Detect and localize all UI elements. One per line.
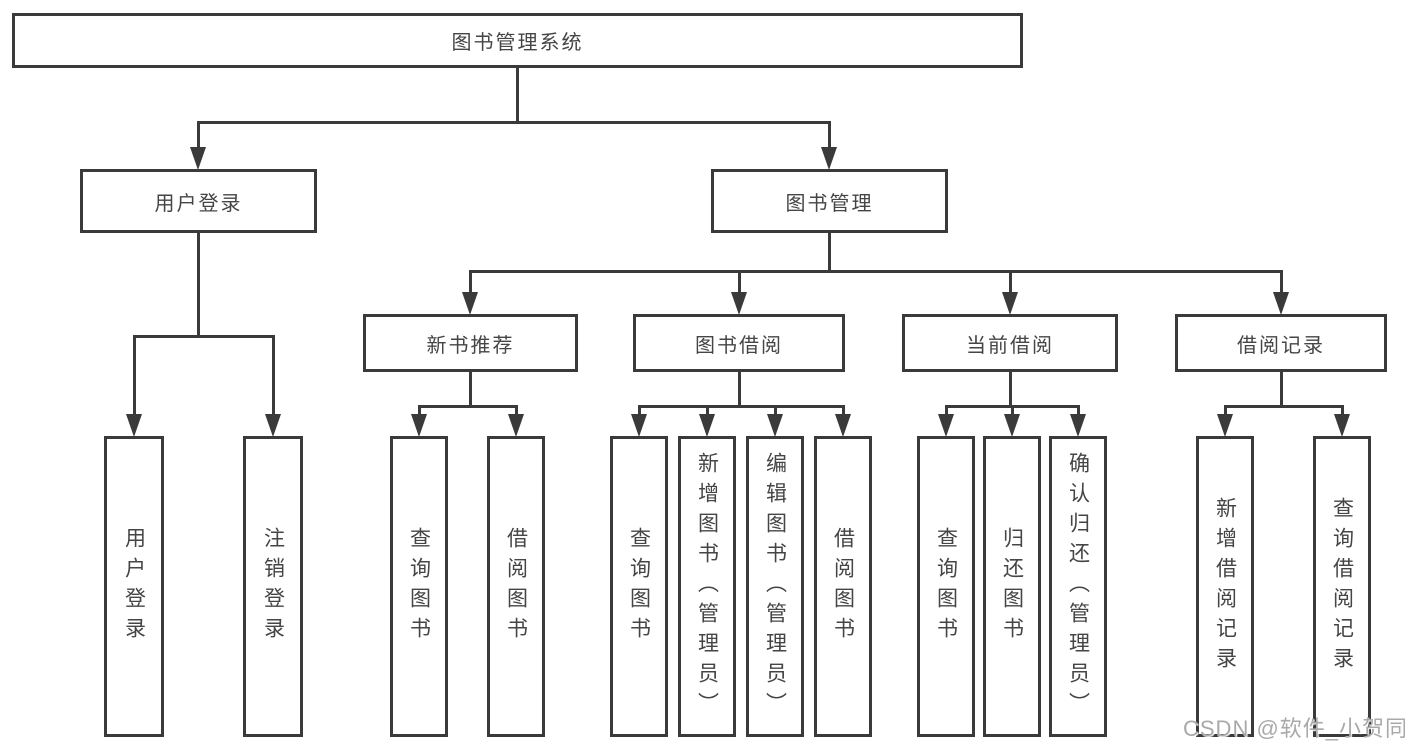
- connector-vline: [1224, 405, 1227, 415]
- connector-vline: [706, 405, 709, 415]
- arrow-down-icon: [821, 147, 837, 170]
- leaf-query-books-current: 查询图书: [917, 436, 975, 737]
- connector-vline: [828, 233, 831, 270]
- node-new-book-recommend: 新书推荐: [363, 314, 578, 372]
- leaf-logout: 注销登录: [243, 436, 303, 737]
- arrow-down-icon: [462, 292, 478, 315]
- arrow-down-icon: [1004, 414, 1020, 437]
- connector-hline: [197, 121, 831, 124]
- leaf-return-books: 归还图书: [983, 436, 1041, 737]
- arrow-down-icon: [631, 414, 647, 437]
- arrow-down-icon: [938, 414, 954, 437]
- node-book-management: 图书管理: [711, 169, 948, 233]
- arrow-down-icon: [835, 414, 851, 437]
- node-book-borrow: 图书借阅: [633, 314, 845, 372]
- connector-vline: [515, 405, 518, 415]
- arrow-down-icon: [265, 414, 281, 437]
- arrow-down-icon: [767, 414, 783, 437]
- connector-hline: [418, 405, 518, 408]
- connector-vline: [1009, 270, 1012, 293]
- leaf-add-books-admin: 新增图书（管理员）: [678, 436, 736, 737]
- connector-vline: [469, 270, 472, 293]
- csdn-watermark: CSDN @软件_小贺同学: [1183, 716, 1405, 741]
- leaf-user-login: 用户登录: [104, 436, 164, 737]
- arrow-down-icon: [1334, 414, 1350, 437]
- connector-hline: [638, 405, 845, 408]
- connector-vline: [197, 233, 200, 335]
- arrow-down-icon: [1217, 414, 1233, 437]
- leaf-query-books-borrow: 查询图书: [610, 436, 668, 737]
- arrow-down-icon: [1273, 292, 1289, 315]
- arrow-down-icon: [1002, 292, 1018, 315]
- connector-vline: [1341, 405, 1344, 415]
- node-user-login: 用户登录: [80, 169, 317, 233]
- connector-vline: [516, 68, 519, 121]
- connector-vline: [1077, 405, 1080, 415]
- connector-vline: [272, 335, 275, 415]
- arrow-down-icon: [411, 414, 427, 437]
- node-current-borrow: 当前借阅: [902, 314, 1118, 372]
- leaf-query-borrow-record: 查询借阅记录: [1313, 436, 1371, 737]
- arrow-down-icon: [699, 414, 715, 437]
- connector-vline: [738, 372, 741, 405]
- connector-vline: [469, 372, 472, 405]
- connector-vline: [133, 335, 136, 415]
- arrow-down-icon: [508, 414, 524, 437]
- connector-vline: [828, 121, 831, 149]
- connector-vline: [1280, 372, 1283, 405]
- arrow-down-icon: [731, 292, 747, 315]
- connector-vline: [418, 405, 421, 415]
- arrow-down-icon: [126, 414, 142, 437]
- connector-hline: [469, 270, 1283, 273]
- arrow-down-icon: [1070, 414, 1086, 437]
- leaf-borrow-books-recommend: 借阅图书: [487, 436, 545, 737]
- leaf-confirm-return-admin: 确认归还（管理员）: [1049, 436, 1107, 737]
- connector-vline: [774, 405, 777, 415]
- leaf-add-borrow-record: 新增借阅记录: [1196, 436, 1254, 737]
- connector-vline: [842, 405, 845, 415]
- leaf-query-books-recommend: 查询图书: [390, 436, 448, 737]
- connector-vline: [1011, 405, 1014, 415]
- node-library-management-system: 图书管理系统: [12, 13, 1023, 68]
- connector-vline: [197, 121, 200, 149]
- node-borrow-records: 借阅记录: [1175, 314, 1387, 372]
- connector-hline: [945, 405, 1080, 408]
- connector-vline: [1280, 270, 1283, 293]
- leaf-edit-books-admin: 编辑图书（管理员）: [746, 436, 804, 737]
- connector-vline: [1009, 372, 1012, 405]
- leaf-borrow-books-borrow: 借阅图书: [814, 436, 872, 737]
- connector-hline: [133, 335, 275, 338]
- connector-vline: [738, 270, 741, 293]
- connector-vline: [638, 405, 641, 415]
- connector-hline: [1224, 405, 1344, 408]
- arrow-down-icon: [190, 147, 206, 170]
- connector-vline: [945, 405, 948, 415]
